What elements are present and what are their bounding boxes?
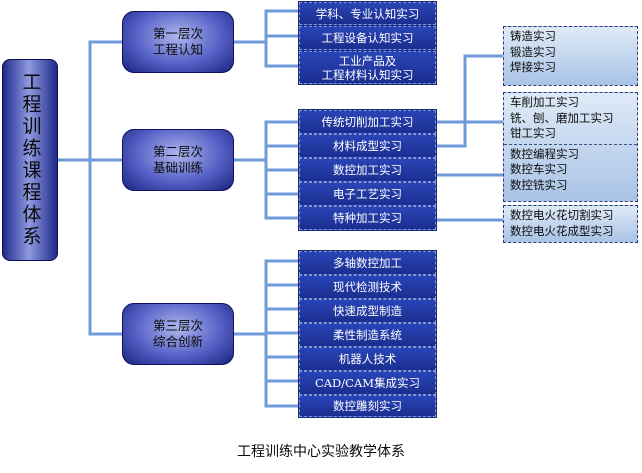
level-1-box: 第一层次 工程认知 (122, 11, 234, 73)
item-cognition-discipline: 学科、专业认知实习 (299, 2, 436, 25)
item-rapid-prototyping: 快速成型制造 (299, 299, 436, 323)
root-label: 工程训练课程体系 (19, 72, 42, 248)
level-3-label: 第三层次 综合创新 (152, 318, 203, 349)
item-flexible-manufacturing: 柔性制造系统 (299, 323, 436, 347)
sub-line: 铣、刨、磨加工实习 (510, 110, 614, 125)
level-2-box: 第二层次 基础训练 (122, 129, 234, 191)
level-1-items: 学科、专业认知实习 工程设备认知实习 工业产品及 工程材料认知实习 (298, 1, 437, 85)
level-3-items: 多轴数控加工 现代检测技术 快速成型制造 柔性制造系统 机器人技术 CAD/CA… (298, 250, 437, 418)
level-3-box: 第三层次 综合创新 (122, 303, 234, 365)
level-1-label: 第一层次 工程认知 (152, 26, 203, 57)
sub-line: 数控电火花成型实习 (510, 223, 614, 238)
item-cad-cam: CAD/CAM集成实习 (299, 371, 436, 395)
sub-line: 钳工实习 (510, 126, 556, 140)
item-robotics: 机器人技术 (299, 347, 436, 371)
sub-line: 铸造实习 (510, 29, 556, 43)
level-2-label: 第二层次 基础训练 (152, 144, 203, 175)
item-cnc-machining: 数控加工实习 (299, 158, 436, 182)
sub-line: 数控编程实习 (510, 146, 579, 161)
item-electronics: 电子工艺实习 (299, 182, 436, 206)
sub-line: 数控车实习 (510, 162, 568, 176)
item-traditional-cutting: 传统切削加工实习 (299, 110, 436, 134)
diagram-caption: 工程训练中心实验教学体系 (237, 444, 405, 460)
item-multi-axis: 多轴数控加工 (299, 251, 436, 275)
item-material-forming: 材料成型实习 (299, 134, 436, 158)
item-special-machining: 特种加工实习 (299, 206, 436, 230)
sub-box-forming: 铸造实习 锻造实习 焊接实习 (503, 26, 638, 86)
sub-line: 车削加工实习 (510, 95, 579, 109)
item-modern-inspection: 现代检测技术 (299, 275, 436, 299)
sub-line: 数控铣实习 (510, 177, 568, 192)
item-cognition-equipment: 工程设备认知实习 (299, 26, 436, 50)
sub-line: 焊接实习 (510, 60, 556, 74)
sub-line: 数控电火花切割实习 (510, 208, 614, 222)
sub-box-cutting-cnc: 车削加工实习 铣、刨、磨加工实习 钳工实习 数控编程实习 数控车实习 数控铣实习 (503, 92, 638, 202)
sub-line: 锻造实习 (510, 44, 556, 59)
sub-box-edm: 数控电火花切割实习 数控电火花成型实习 (503, 205, 638, 243)
level-2-items: 传统切削加工实习 材料成型实习 数控加工实习 电子工艺实习 特种加工实习 (298, 109, 437, 231)
section-divider (504, 143, 637, 145)
item-cognition-materials: 工业产品及 工程材料认知实习 (299, 51, 436, 84)
root-box: 工程训练课程体系 (2, 59, 58, 261)
item-cnc-engraving: 数控雕刻实习 (299, 395, 436, 417)
